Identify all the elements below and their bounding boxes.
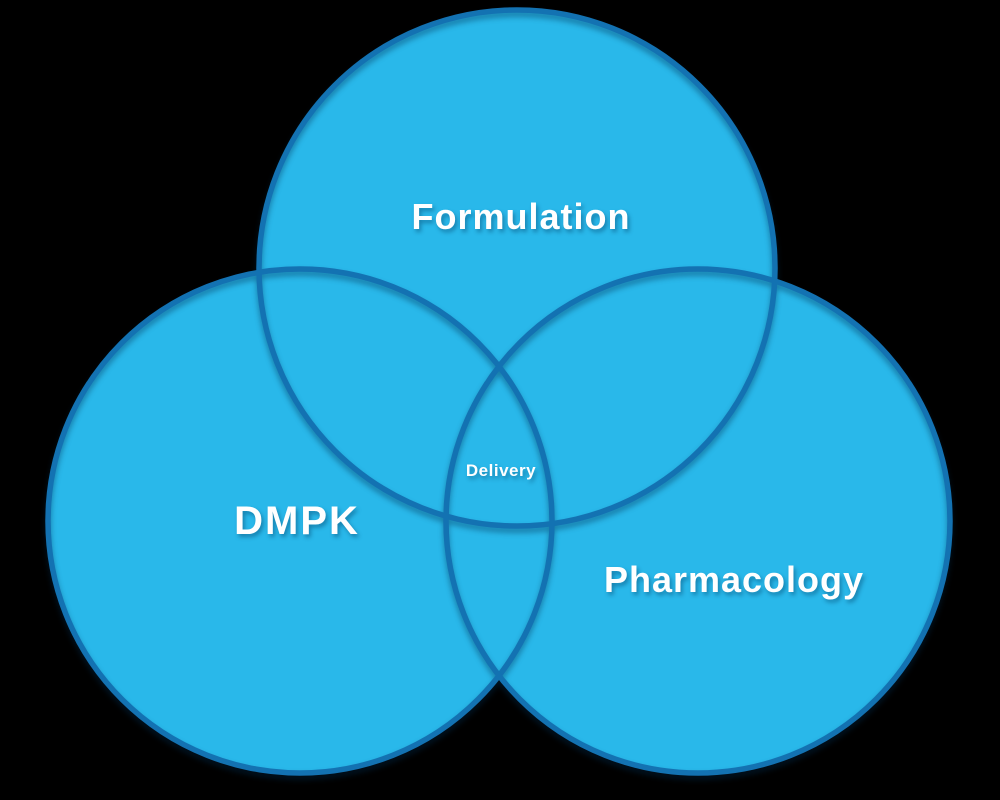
circle-formulation-outline	[256, 7, 778, 529]
circle-dmpk-outline	[45, 266, 555, 776]
venn-labels: Formulation DMPK Pharmacology Delivery	[234, 196, 864, 600]
label-formulation: Formulation	[412, 196, 631, 237]
circle-pharmacology-outline	[443, 266, 953, 776]
label-pharmacology: Pharmacology	[604, 559, 864, 600]
venn-fills	[48, 10, 950, 773]
label-dmpk: DMPK	[234, 499, 360, 543]
venn-outlines	[45, 7, 953, 776]
circle-dmpk-fill	[48, 269, 552, 773]
label-delivery-center-overlap: Delivery	[466, 461, 536, 480]
circle-pharmacology-fill	[446, 269, 950, 773]
